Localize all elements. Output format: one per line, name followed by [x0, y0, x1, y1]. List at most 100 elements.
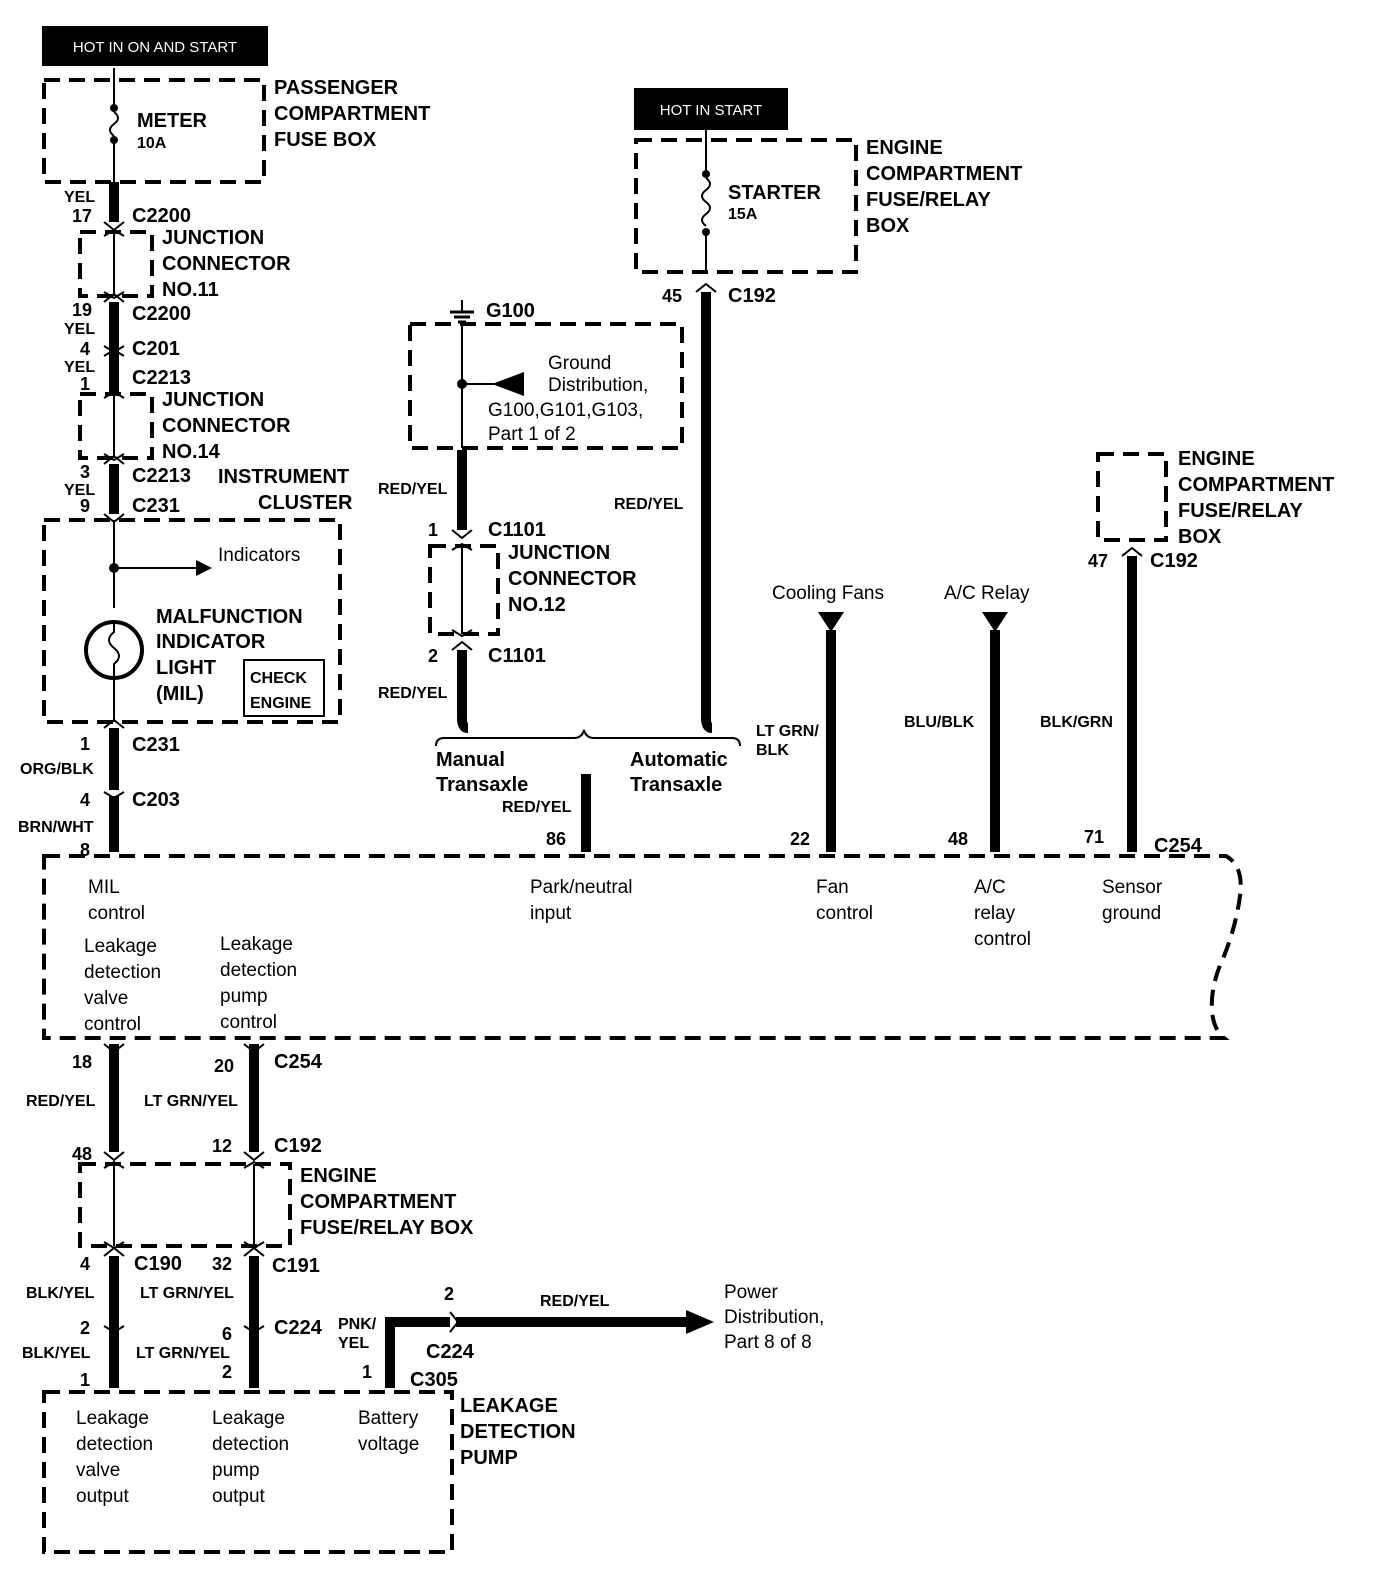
svg-text:Battery: Battery	[358, 1408, 419, 1429]
meter-fuse-terminal-top	[110, 104, 118, 112]
svg-text:YEL: YEL	[64, 189, 95, 206]
svg-text:FUSE/RELAY: FUSE/RELAY	[1178, 500, 1304, 522]
svg-text:9: 9	[80, 496, 90, 516]
svg-text:YEL: YEL	[64, 482, 95, 499]
svg-text:pump: pump	[212, 1460, 260, 1481]
svg-text:32: 32	[212, 1254, 232, 1274]
svg-text:CLUSTER: CLUSTER	[258, 492, 353, 514]
svg-text:detection: detection	[220, 960, 297, 981]
svg-text:22: 22	[790, 829, 810, 849]
mil-label: MALFUNCTION INDICATOR LIGHT (MIL)	[156, 606, 303, 705]
svg-text:Ground: Ground	[548, 353, 611, 374]
junction-connector-14-label: JUNCTION CONNECTOR NO.14	[162, 389, 291, 463]
svg-text:PUMP: PUMP	[460, 1447, 518, 1469]
svg-text:DETECTION: DETECTION	[460, 1421, 576, 1443]
svg-text:BLK/GRN: BLK/GRN	[1040, 714, 1113, 731]
svg-text:Distribution,: Distribution,	[724, 1307, 824, 1328]
svg-text:1: 1	[428, 520, 438, 540]
svg-text:19: 19	[72, 300, 92, 320]
pcm-ac-relay-control-label: A/C relay control	[974, 877, 1031, 950]
svg-text:control: control	[220, 1012, 277, 1033]
svg-text:COMPARTMENT: COMPARTMENT	[274, 103, 430, 125]
ground-g100-label: G100	[486, 300, 535, 322]
svg-text:CONNECTOR: CONNECTOR	[162, 253, 291, 275]
svg-text:6: 6	[222, 1324, 232, 1344]
svg-text:detection: detection	[84, 962, 161, 983]
svg-text:LEAKAGE: LEAKAGE	[460, 1395, 558, 1417]
svg-text:JUNCTION: JUNCTION	[162, 227, 264, 249]
svg-text:Leakage: Leakage	[76, 1408, 149, 1429]
pcm-park-neutral-label: Park/neutral input	[530, 877, 632, 924]
svg-text:Fan: Fan	[816, 877, 849, 898]
automatic-transaxle-label: Automatic Transaxle	[630, 749, 728, 796]
svg-text:FUSE/RELAY BOX: FUSE/RELAY BOX	[300, 1217, 474, 1239]
svg-text:45: 45	[662, 286, 682, 306]
svg-text:C305: C305	[410, 1369, 458, 1391]
svg-text:Part 8 of 8: Part 8 of 8	[724, 1332, 812, 1353]
svg-text:48: 48	[72, 1144, 92, 1164]
svg-text:1: 1	[80, 374, 90, 394]
svg-text:4: 4	[80, 339, 90, 359]
svg-text:1: 1	[362, 1362, 372, 1382]
svg-text:2: 2	[428, 646, 438, 666]
svg-text:YEL: YEL	[64, 321, 95, 338]
engine-fuse-box-bottom-outline	[78, 1162, 292, 1248]
svg-text:C231: C231	[132, 495, 180, 517]
svg-text:relay: relay	[974, 903, 1016, 924]
svg-text:Park/neutral: Park/neutral	[530, 877, 632, 898]
instrument-cluster-label: INSTRUMENT CLUSTER	[218, 466, 353, 514]
svg-text:C203: C203	[132, 789, 180, 811]
svg-text:12: 12	[212, 1136, 232, 1156]
cooling-fans-label: Cooling Fans	[772, 583, 884, 604]
pump-battery-voltage-label: Battery voltage	[358, 1408, 419, 1455]
meter-fuse-name: METER	[137, 110, 208, 132]
engine-fuse-box-right-outline	[1096, 452, 1168, 542]
svg-text:LIGHT: LIGHT	[156, 657, 216, 679]
svg-text:ORG/BLK: ORG/BLK	[20, 761, 94, 778]
svg-text:C1101: C1101	[488, 645, 546, 667]
svg-text:RED/YEL: RED/YEL	[502, 799, 572, 816]
svg-text:LT GRN/YEL: LT GRN/YEL	[140, 1285, 234, 1302]
svg-text:detection: detection	[76, 1434, 153, 1455]
svg-text:2: 2	[80, 1318, 90, 1338]
junction-connector-14-outline	[78, 392, 154, 460]
svg-text:BLU/BLK: BLU/BLK	[904, 714, 975, 731]
svg-text:control: control	[974, 929, 1031, 950]
svg-text:4: 4	[80, 1254, 90, 1274]
svg-text:Leakage: Leakage	[84, 936, 157, 957]
svg-text:INDICATOR: INDICATOR	[156, 631, 266, 653]
svg-text:C201: C201	[132, 338, 180, 360]
svg-text:BLK/YEL: BLK/YEL	[26, 1285, 95, 1302]
red-yel-automatic-wire	[701, 292, 713, 733]
manual-transaxle-label: Manual Transaxle	[436, 749, 528, 796]
svg-text:PNK/: PNK/	[338, 1316, 377, 1333]
indicators-label: Indicators	[218, 545, 300, 566]
svg-text:output: output	[76, 1486, 130, 1507]
engine-fuse-box-top-outline	[634, 138, 858, 274]
svg-text:pump: pump	[220, 986, 268, 1007]
svg-text:JUNCTION: JUNCTION	[508, 542, 610, 564]
leakage-pump-label: LEAKAGE DETECTION PUMP	[460, 1395, 576, 1469]
svg-text:86: 86	[546, 829, 566, 849]
hot-on-start-banner	[42, 26, 268, 66]
junction-connector-12-outline	[428, 544, 500, 636]
svg-text:Manual: Manual	[436, 749, 505, 771]
svg-text:JUNCTION: JUNCTION	[162, 389, 264, 411]
svg-text:NO.14: NO.14	[162, 441, 221, 463]
svg-text:control: control	[88, 903, 145, 924]
svg-text:Transaxle: Transaxle	[436, 774, 528, 796]
svg-text:17: 17	[72, 206, 92, 226]
svg-text:RED/YEL: RED/YEL	[614, 496, 684, 513]
svg-text:ENGINE: ENGINE	[866, 137, 943, 159]
svg-text:COMPARTMENT: COMPARTMENT	[300, 1191, 456, 1213]
pump-valve-output-label: Leakage detection valve output	[76, 1408, 153, 1507]
svg-text:control: control	[84, 1014, 141, 1035]
transaxle-brace	[435, 729, 741, 747]
svg-text:Part 1 of 2: Part 1 of 2	[488, 424, 576, 445]
hot-start-banner	[634, 88, 788, 130]
svg-text:RED/YEL: RED/YEL	[378, 481, 448, 498]
svg-text:YEL: YEL	[338, 1335, 369, 1352]
svg-text:valve: valve	[84, 988, 128, 1009]
svg-text:FUSE BOX: FUSE BOX	[274, 129, 377, 151]
